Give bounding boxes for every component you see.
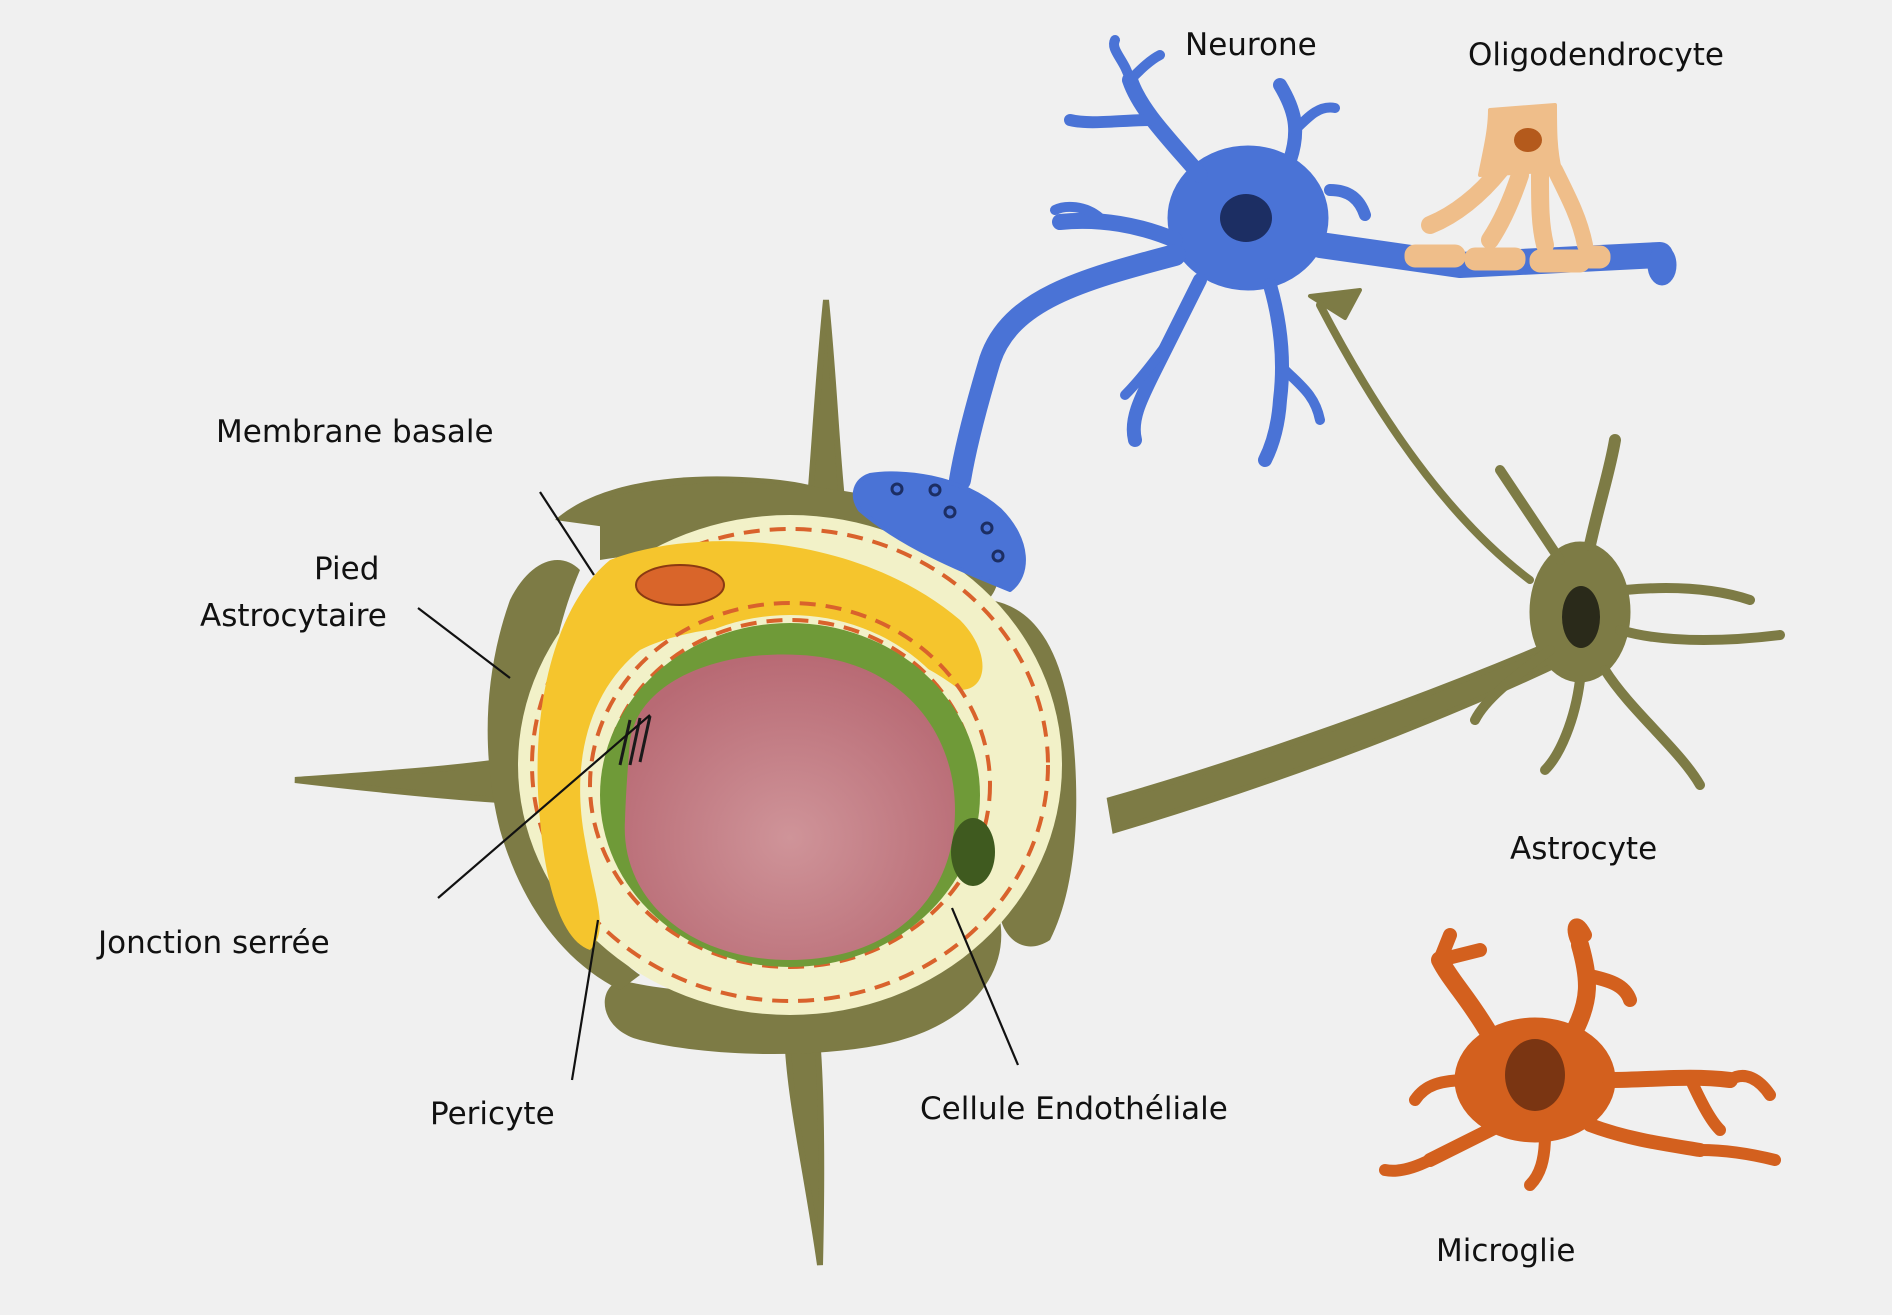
oligodendrocyte-nucleus bbox=[1514, 128, 1542, 152]
label-pied-astrocytaire-line2: Astrocytaire bbox=[200, 598, 387, 634]
pericyte-nucleus bbox=[635, 564, 725, 606]
label-membrane-basale: Membrane basale bbox=[216, 414, 494, 450]
vessel-lumen bbox=[624, 654, 955, 960]
label-astrocyte: Astrocyte bbox=[1510, 831, 1658, 867]
label-pied-astrocytaire-line1: Pied bbox=[314, 551, 380, 587]
synaptic-vesicles bbox=[890, 482, 1005, 563]
leader-membrane-basale bbox=[539, 491, 595, 576]
leader-cellule-endotheliale bbox=[950, 907, 1020, 1066]
neuron-nucleus bbox=[1220, 194, 1272, 242]
oligodendrocyte bbox=[1404, 103, 1611, 273]
basal-membrane-outer-dashes bbox=[530, 527, 1050, 1003]
leader-pericyte bbox=[570, 919, 600, 1081]
endothelial-nucleus bbox=[951, 818, 995, 886]
label-cellule-endotheliale: Cellule Endothéliale bbox=[920, 1091, 1228, 1127]
microglia bbox=[1379, 918, 1781, 1191]
microglia-nucleus bbox=[1505, 1039, 1565, 1111]
leader-lines bbox=[417, 491, 1020, 1081]
label-microglie: Microglie bbox=[1436, 1233, 1576, 1269]
perivascular-astrocyte-processes bbox=[294, 299, 1570, 1266]
label-oligodendrocyte: Oligodendrocyte bbox=[1468, 37, 1724, 73]
leader-pied-astrocytaire bbox=[417, 607, 511, 679]
label-neurone: Neurone bbox=[1185, 27, 1317, 63]
label-jonction-serree: Jonction serrée bbox=[98, 925, 330, 961]
astrocyte-nucleus bbox=[1562, 586, 1600, 648]
leader-jonction-serree bbox=[437, 714, 651, 899]
label-pericyte: Pericyte bbox=[430, 1096, 555, 1132]
